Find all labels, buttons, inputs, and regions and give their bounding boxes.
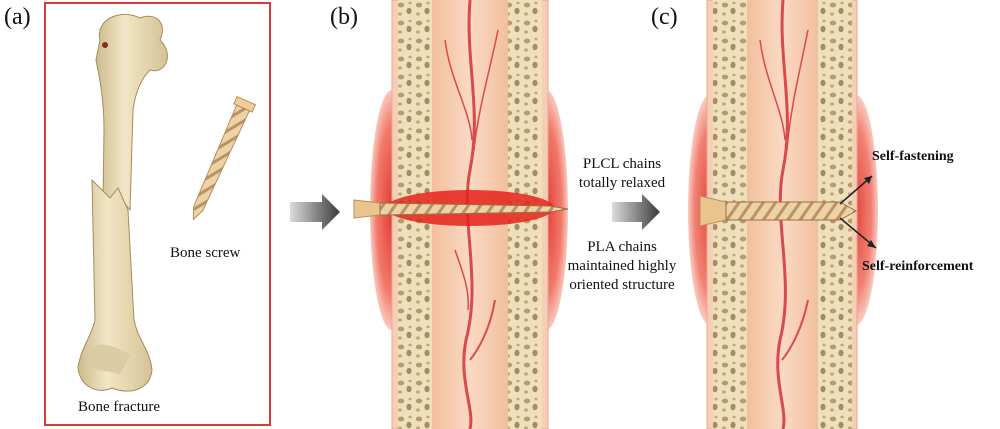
plcl-note-line1: PLCL chains [582,156,662,172]
femur-lower-fragment [77,178,153,392]
pla-note: PLA chains maintained highly oriented st… [552,238,692,295]
self-fastening-label: Self-fastening [872,149,954,164]
arrow-b-to-c [612,194,660,230]
pla-note-line3: oriented structure [569,277,675,293]
femur-upper-fragment [95,13,168,216]
pla-note-line1: PLA chains [587,239,657,255]
bone-screw-label: Bone screw [170,245,241,261]
panel-a-frame [44,2,271,426]
plcl-note-line2: totally relaxed [578,175,666,191]
panel-c-label: (c) [651,4,678,30]
bone-fracture-label: Bone fracture [78,399,161,415]
panel-a-label: (a) [4,4,31,30]
plcl-note: PLCL chains totally relaxed [572,155,672,193]
pla-note-line2: maintained highly [567,258,677,274]
self-reinforcement-label: Self-reinforcement [862,259,974,274]
arrow-a-to-b [290,194,340,230]
panel-b-label: (b) [330,4,358,30]
panel-c-bone-section [688,0,878,429]
bone-screw-illustration [192,95,257,221]
panel-b-bone-section [353,0,569,429]
